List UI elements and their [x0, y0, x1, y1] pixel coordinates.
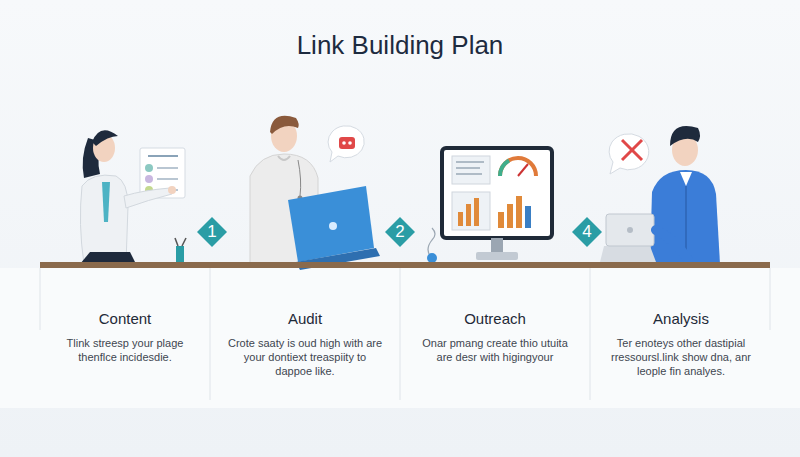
step-description: Ter enoteys other dastipial rressoursl.l… — [604, 336, 758, 378]
step-diamond: 1 — [196, 216, 228, 248]
man-laptop-figure — [250, 116, 380, 270]
step-heading: Outreach — [414, 310, 576, 327]
step-column: AuditCrote saaty is oud high with are yo… — [216, 306, 394, 382]
column-dividers — [40, 268, 770, 400]
diamond-fill — [572, 217, 602, 247]
callout-number: 1 — [196, 216, 228, 248]
step-diamond: 4 — [571, 216, 603, 248]
analyst-figure — [600, 126, 720, 264]
step-column: OutreachOnar pmang create thio utuita ar… — [406, 306, 584, 368]
table-front — [0, 268, 800, 408]
step-description: Onar pmang create thio utuita are desr w… — [414, 336, 576, 364]
step-column: AnalysisTer enoteys other dastipial rres… — [596, 306, 766, 382]
diagram-title: Link Building Plan — [0, 30, 800, 61]
step-description: Crote saaty is oud high with are your do… — [224, 336, 386, 378]
callout-number: 4 — [571, 216, 603, 248]
diamond-fill — [197, 217, 227, 247]
step-heading: Analysis — [604, 310, 758, 327]
step-heading: Content — [52, 310, 198, 327]
diamond-fill — [385, 217, 415, 247]
step-heading: Audit — [224, 310, 386, 327]
desk-top — [40, 262, 770, 268]
monitor-dashboard — [427, 148, 552, 263]
step-diamond: 2 — [384, 216, 416, 248]
woman-figure — [80, 130, 186, 264]
step-description: Tlink streesp your plage thenflce incide… — [52, 336, 198, 364]
callout-number: 2 — [384, 216, 416, 248]
step-column: ContentTlink streesp your plage thenflce… — [44, 306, 206, 368]
